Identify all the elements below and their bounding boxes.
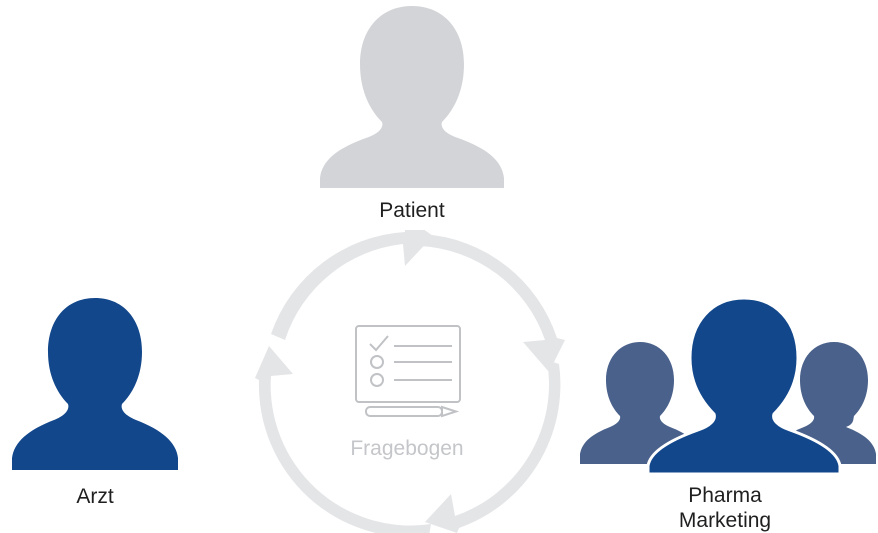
questionnaire-icon [355, 325, 461, 418]
cycle-arrows-icon [255, 230, 565, 533]
pharma-label-line1: Pharma [688, 484, 762, 507]
patient-person-icon [320, 6, 504, 188]
pharma-label-line2: Marketing [678, 509, 772, 532]
arzt-person-icon [12, 298, 178, 470]
arzt-label: Arzt [76, 485, 114, 508]
center-label: Fragebogen [350, 437, 464, 460]
group-icon [580, 296, 876, 474]
patient-label: Patient [379, 199, 445, 222]
